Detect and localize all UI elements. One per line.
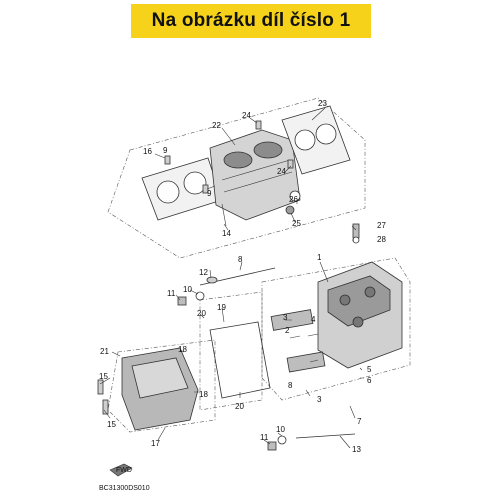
callout-24b: 24	[277, 167, 286, 176]
dowel-pin-24	[255, 120, 262, 130]
cylinder-assembly-outline	[107, 97, 366, 259]
center-outline	[199, 291, 263, 411]
callout-3: 3	[283, 313, 288, 322]
callout-13: 13	[352, 445, 361, 454]
spark-plug-lower	[102, 399, 109, 415]
o-ring-26	[289, 190, 301, 202]
dowel-pin-9	[202, 184, 209, 194]
callout-11b: 11	[260, 433, 269, 442]
cylinder-base-gasket	[141, 157, 223, 221]
camshaft-cap-lower	[286, 351, 326, 373]
callout-9: 9	[207, 189, 212, 198]
forward-arrow-icon: FWD	[109, 463, 133, 477]
callout-15: 15	[99, 372, 108, 381]
callout-8b: 8	[288, 381, 293, 390]
plug-25	[285, 205, 295, 215]
dowel-pin-9-top	[164, 155, 171, 165]
callout-22: 22	[212, 121, 221, 130]
cover-assembly-outline	[107, 339, 216, 433]
callout-14: 14	[222, 229, 231, 238]
cylinder-block	[209, 129, 301, 221]
callout-28: 28	[377, 235, 386, 244]
callout-6: 6	[367, 376, 372, 385]
callout-18: 18	[178, 345, 187, 354]
callout-15b: 15	[107, 420, 116, 429]
nut-11	[177, 296, 187, 306]
temperature-sensor	[352, 223, 360, 239]
head-assembly-outline	[261, 257, 411, 401]
callout-19: 19	[217, 303, 226, 312]
callout-12: 12	[199, 268, 208, 277]
fwd-label: FWD	[116, 467, 132, 474]
callout-17: 17	[151, 439, 160, 448]
nut-11b	[267, 441, 277, 451]
callout-1: 1	[317, 253, 322, 262]
valve-cover	[121, 347, 199, 431]
washer-12	[206, 276, 218, 284]
callout-2: 2	[285, 326, 290, 335]
callout-24: 24	[242, 111, 251, 120]
callout-20: 20	[197, 309, 206, 318]
valve-cover-gasket	[209, 321, 271, 399]
banner-title: Na obrázku díl číslo 1	[151, 10, 351, 31]
callout-23: 23	[318, 99, 327, 108]
spark-plug-upper	[97, 379, 104, 395]
callout-25: 25	[292, 219, 301, 228]
callout-16: 16	[143, 147, 152, 156]
washer-10	[195, 291, 205, 301]
callout-26: 26	[289, 195, 298, 204]
head-gasket	[281, 105, 351, 175]
callout-7: 7	[357, 417, 362, 426]
callout-21: 21	[100, 347, 109, 356]
callout-27: 27	[377, 221, 386, 230]
callout-3b: 3	[317, 395, 322, 404]
title-banner: Na obrázku díl číslo 1	[131, 4, 371, 38]
callout-5: 5	[367, 365, 372, 374]
callout-11: 11	[167, 289, 176, 298]
callout-9-top: 9	[163, 146, 168, 155]
callout-10: 10	[183, 285, 192, 294]
dowel-pin-24b	[287, 159, 294, 169]
washer-10b	[277, 435, 287, 445]
callout-18b: 18	[199, 390, 208, 399]
callout-10b: 10	[276, 425, 285, 434]
callout-4: 4	[311, 315, 316, 324]
cylinder-head	[317, 261, 403, 369]
diagram-code: BC31300DS010	[99, 485, 150, 492]
callout-20b: 20	[235, 402, 244, 411]
stud-bolt-13	[295, 433, 356, 439]
callout-8: 8	[238, 255, 243, 264]
stud-bolt-14	[221, 203, 227, 227]
